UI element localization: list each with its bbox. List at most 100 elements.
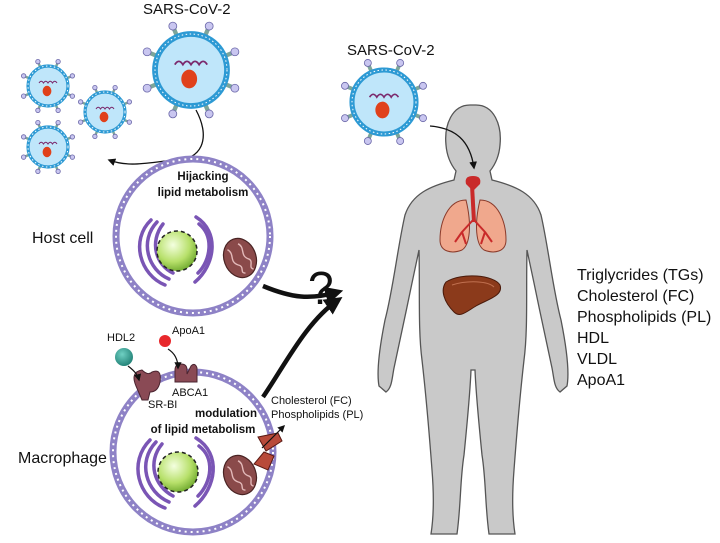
- heart: [465, 176, 481, 191]
- spike-tip: [55, 107, 61, 113]
- spike-tip: [21, 73, 27, 79]
- hdl2-particle: [115, 348, 133, 366]
- viral-rna: [95, 106, 115, 110]
- spike-tip: [69, 93, 75, 99]
- macrophage-golgi: [136, 436, 215, 510]
- spike-tip: [92, 85, 98, 91]
- spike-tip: [35, 107, 41, 113]
- spike-tip: [69, 134, 75, 140]
- spike-tip: [112, 133, 118, 139]
- macrophage-mitochondrion: [222, 454, 258, 496]
- hdl2-arrow: [127, 365, 142, 382]
- viral-rna: [368, 93, 400, 99]
- macrophage-process-line2: of lipid metabolism: [151, 424, 256, 436]
- macrophage-label: Macrophage: [18, 450, 107, 467]
- spike-tip: [55, 168, 61, 174]
- arrow-from-host-cell: [262, 283, 344, 305]
- lung-left: [439, 199, 470, 253]
- host-cell-label: Host cell: [32, 230, 93, 247]
- virus-large-left: [142, 21, 240, 119]
- spike-tip: [21, 93, 27, 99]
- viral-rna: [174, 60, 208, 67]
- infection-arrow: [175, 109, 204, 161]
- spike-tip: [341, 114, 349, 123]
- virus-to-body-arrow: [429, 125, 477, 170]
- lipid-item: ApoA1: [577, 372, 625, 389]
- lipid-item: VLDL: [577, 351, 617, 368]
- bronchi: [454, 219, 493, 245]
- body-silhouette: [377, 104, 569, 535]
- host-process-line1: Hijacking: [177, 171, 228, 183]
- spike-tip: [21, 134, 27, 140]
- spike-tip: [35, 59, 41, 65]
- spike-tip: [363, 137, 372, 145]
- lipid-item: HDL: [577, 330, 609, 347]
- lipid-list: Triglycrides (TGs) Cholesterol (FC) Phos…: [577, 267, 711, 389]
- macrophage-cell: modulation of lipid metabolism SR-BI ABC…: [109, 363, 283, 536]
- spike-tip: [419, 81, 427, 90]
- spike-tip: [341, 81, 349, 90]
- macrophage-nucleus: [157, 451, 199, 493]
- virus-right: [341, 59, 427, 145]
- lipid-item: Cholesterol (FC): [577, 288, 694, 305]
- host-process-line2: lipid metabolism: [158, 187, 249, 199]
- nucleus: [156, 230, 198, 272]
- spike-tip: [363, 59, 372, 67]
- spike-tip: [69, 73, 75, 79]
- spike-tip: [69, 154, 75, 160]
- lipid-item: Triglycrides (TGs): [577, 267, 704, 284]
- spike-tip: [35, 120, 41, 126]
- apoa1-arrow: [167, 348, 182, 370]
- host-cell: Hijacking lipid metabolism: [112, 155, 274, 317]
- trachea: [470, 184, 476, 223]
- nucleocapsid: [42, 85, 52, 97]
- virus-left-label: SARS-CoV-2: [143, 1, 231, 18]
- nucleocapsid: [99, 111, 109, 123]
- hdl2-label: HDL2: [107, 332, 135, 344]
- lung-right: [476, 199, 507, 253]
- human-body: [377, 104, 569, 535]
- viral-rna: [38, 80, 58, 84]
- arrow-from-macrophage: [261, 296, 343, 399]
- spike-tip: [78, 99, 84, 105]
- virus-right-label: SARS-CoV-2: [347, 42, 435, 59]
- spike-tip: [168, 21, 178, 31]
- viral-rna: [38, 141, 58, 145]
- spike-tip: [112, 85, 118, 91]
- spike-tip: [204, 21, 214, 31]
- spike-tip: [142, 47, 152, 57]
- spike-tip: [21, 154, 27, 160]
- spike-tip: [204, 109, 214, 119]
- spike-tip: [55, 59, 61, 65]
- spike-tip: [55, 120, 61, 126]
- spike-tip: [396, 137, 405, 145]
- liver: [442, 275, 502, 315]
- efflux-line2: Phospholipids (PL): [271, 409, 363, 421]
- golgi-apparatus: [137, 215, 214, 287]
- spike-tip: [92, 133, 98, 139]
- lipid-item: Phospholipids (PL): [577, 309, 711, 326]
- macrophage-process-line1: modulation: [195, 408, 257, 420]
- spike-tip: [78, 119, 84, 125]
- spike-tip: [126, 119, 132, 125]
- abca1-label: ABCA1: [172, 387, 208, 399]
- apoa1-particle: [159, 335, 171, 347]
- mitochondrion: [222, 237, 258, 279]
- spike-tip: [396, 59, 405, 67]
- nucleocapsid: [181, 69, 198, 89]
- efflux-arrow: [261, 424, 286, 449]
- spike-tip: [230, 47, 240, 57]
- spike-tip: [230, 83, 240, 93]
- virus-small-3: [21, 120, 75, 174]
- spike-tip: [142, 83, 152, 93]
- virus-small-1: [21, 59, 75, 113]
- virus-small-2: [78, 85, 132, 139]
- apoa1-label: ApoA1: [172, 325, 205, 337]
- spike-tip: [168, 109, 178, 119]
- spike-tip: [35, 168, 41, 174]
- efflux-line1: Cholesterol (FC): [271, 395, 352, 407]
- srbi-label: SR-BI: [148, 399, 177, 411]
- nucleocapsid: [375, 101, 390, 119]
- spike-tip: [419, 114, 427, 123]
